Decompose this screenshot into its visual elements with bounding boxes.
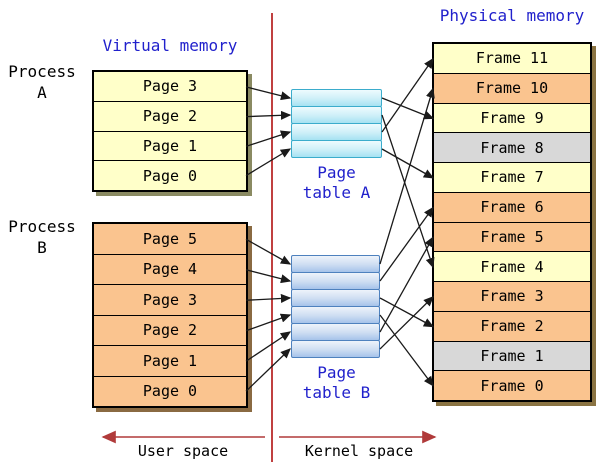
page-table-b-label-line1: Page: [317, 363, 356, 382]
process-b-page-cell: Page 1: [94, 346, 246, 377]
process-a-label-line1: Process: [8, 62, 76, 81]
page-table-b-entry: [291, 255, 380, 273]
page-table-b-entry: [291, 272, 380, 290]
physical-memory-heading: Physical memory: [439, 6, 585, 25]
process-b-page-cell: Page 2: [94, 315, 246, 346]
user-kernel-divider-line: [271, 13, 273, 462]
process-a-page-cell: Page 2: [94, 101, 246, 132]
user-space-label: User space: [137, 442, 229, 460]
page-b2-to-table-arrow: [245, 293, 292, 304]
page-table-a-entry: [291, 106, 382, 124]
process-b-page-cell: Page 0: [94, 376, 246, 406]
frame-cell: Frame 5: [434, 222, 590, 253]
page-table-b-label: Page table B: [291, 363, 382, 403]
table-a-row1-to-frame-4-arrow: [381, 114, 435, 269]
page-table-a-entry: [291, 140, 382, 158]
page-b1-to-table-arrow: [245, 269, 292, 284]
process-b-label-line1: Process: [8, 217, 76, 236]
frame-cell: Frame 1: [434, 341, 590, 372]
process-b-page-cell: Page 4: [94, 254, 246, 285]
process-b-label: Process B: [4, 216, 80, 258]
virtual-memory-heading: Virtual memory: [102, 36, 238, 55]
page-table-b: [291, 255, 380, 358]
process-a-page-cell: Page 3: [94, 72, 246, 102]
page-a3-to-table-arrow: [245, 148, 292, 177]
page-table-a-label-line2: table A: [302, 183, 371, 202]
page-b4-to-table-arrow: [245, 331, 292, 362]
process-b-page-cell: Page 5: [94, 224, 246, 255]
table-b-row4-to-frame-5-arrow: [379, 236, 434, 333]
frame-cell: Frame 8: [434, 133, 590, 163]
frame-cell: Frame 2: [434, 311, 590, 342]
page-b3-to-table-arrow: [245, 313, 292, 332]
process-a-label-line2: A: [37, 83, 47, 102]
page-a2-to-table-arrow: [245, 130, 292, 147]
page-a1-to-table-arrow: [245, 110, 292, 120]
page-table-b-entry: [291, 306, 380, 324]
page-b0-to-table-arrow: [245, 238, 292, 265]
process-b-label-line2: B: [37, 238, 47, 257]
table-b-row2-to-frame-2-arrow: [379, 297, 435, 328]
frame-cell: Frame 4: [434, 252, 590, 282]
process-a-page-cell: Page 0: [94, 161, 246, 190]
frame-cell: Frame 3: [434, 282, 590, 312]
page-table-a-entry: [291, 123, 382, 141]
process-a-label: Process A: [4, 61, 80, 103]
table-a-row2-to-frame-11-arrow: [381, 57, 434, 133]
process-b-page-cell: Page 3: [94, 285, 246, 316]
page-table-b-entry: [291, 289, 380, 307]
page-table-b-entry: [291, 340, 380, 358]
table-b-row0-to-frame-10-arrow: [379, 87, 435, 265]
table-a-row0-to-frame-9-arrow: [381, 97, 435, 120]
frame-cell: Frame 11: [434, 44, 590, 74]
table-a-row3-to-frame-7-arrow: [381, 148, 435, 179]
page-table-a: [291, 89, 382, 158]
table-b-row3-to-frame-0-arrow: [379, 314, 434, 387]
page-table-b-label-line2: table B: [302, 383, 371, 402]
frame-cell: Frame 6: [434, 192, 590, 223]
page-a0-to-table-arrow: [245, 86, 292, 101]
kernel-space-label: Kernel space: [304, 442, 414, 460]
frame-cell: Frame 7: [434, 163, 590, 193]
page-table-b-entry: [291, 323, 380, 341]
frame-cell: Frame 10: [434, 73, 590, 104]
page-table-a-entry: [291, 89, 382, 107]
page-table-a-label: Page table A: [291, 163, 382, 203]
page-b5-to-table-arrow: [245, 348, 291, 392]
frame-cell: Frame 0: [434, 371, 590, 400]
table-b-row5-to-frame-3-arrow: [379, 295, 434, 350]
page-table-a-label-line1: Page: [317, 163, 356, 182]
process-a-page-cell: Page 1: [94, 131, 246, 162]
frame-cell: Frame 9: [434, 103, 590, 134]
table-b-row1-to-frame-6-arrow: [379, 206, 434, 282]
